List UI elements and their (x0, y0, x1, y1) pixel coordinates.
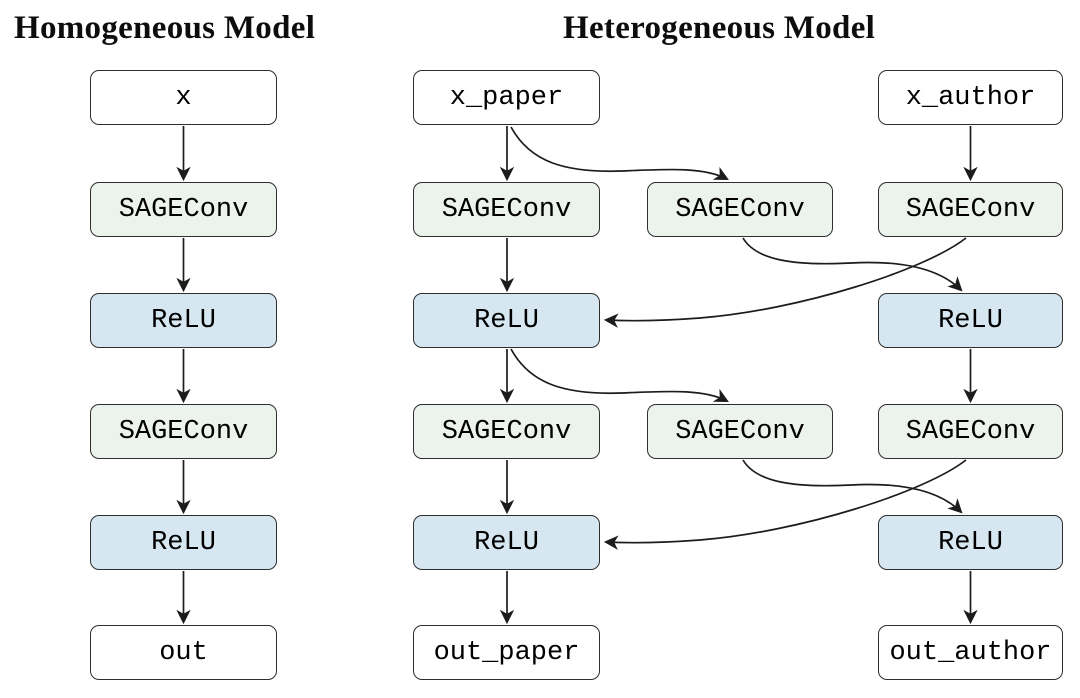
node-relu-author2: ReLU (878, 515, 1063, 570)
node-x-author: x_author (878, 70, 1063, 125)
edge-relu-paper1-to-conv-mid2 (510, 348, 729, 403)
node-conv-paper1: SAGEConv (413, 182, 600, 237)
edge-x-paper-to-conv-mid1 (510, 126, 729, 181)
node-conv-author1: SAGEConv (878, 182, 1063, 237)
node-relu-author1: ReLU (878, 293, 1063, 348)
heterogeneous-model-title: Heterogeneous Model (563, 10, 876, 46)
node-relu1: ReLU (90, 293, 277, 348)
node-sageconv1: SAGEConv (90, 182, 277, 237)
node-relu-paper1: ReLU (413, 293, 600, 348)
node-x: x (90, 70, 277, 125)
node-out: out (90, 625, 277, 680)
node-conv-mid1: SAGEConv (647, 182, 833, 237)
homogeneous-model-title: Homogeneous Model (14, 10, 316, 46)
node-out-paper: out_paper (413, 625, 600, 680)
node-relu-paper2: ReLU (413, 515, 600, 570)
node-conv-paper2: SAGEConv (413, 404, 600, 459)
node-conv-author2: SAGEConv (878, 404, 1063, 459)
node-sageconv2: SAGEConv (90, 404, 277, 459)
node-x-paper: x_paper (413, 70, 600, 125)
node-conv-mid2: SAGEConv (647, 404, 833, 459)
node-relu2: ReLU (90, 515, 277, 570)
node-out-author: out_author (878, 625, 1063, 680)
edge-conv-mid2-to-relu-author2 (742, 459, 963, 514)
edge-conv-mid1-to-relu-author1 (742, 237, 963, 292)
